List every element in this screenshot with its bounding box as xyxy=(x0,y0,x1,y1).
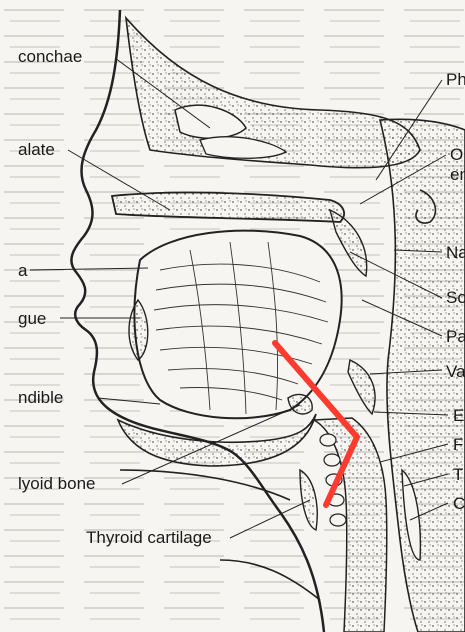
label-pharyngeal: Pha xyxy=(446,71,465,89)
label-e: E xyxy=(453,407,464,425)
label-a: a xyxy=(18,262,27,280)
label-f: F xyxy=(453,436,463,454)
label-so: So xyxy=(446,289,465,307)
label-thyroid-cartilage: Thyroid cartilage xyxy=(86,529,212,547)
label-va: Va xyxy=(446,363,465,381)
label-o: O xyxy=(450,146,463,164)
label-en: en xyxy=(450,166,465,184)
label-mandible: ndible xyxy=(18,389,63,407)
label-hyoid-bone: lyoid bone xyxy=(18,475,96,493)
label-c: C xyxy=(453,495,465,513)
label-pa: Pa xyxy=(446,328,465,346)
label-palate: alate xyxy=(18,141,55,159)
label-na: Na xyxy=(446,244,465,262)
label-conchae: conchae xyxy=(18,48,82,66)
label-t: T xyxy=(453,466,463,484)
label-tongue: gue xyxy=(18,310,46,328)
